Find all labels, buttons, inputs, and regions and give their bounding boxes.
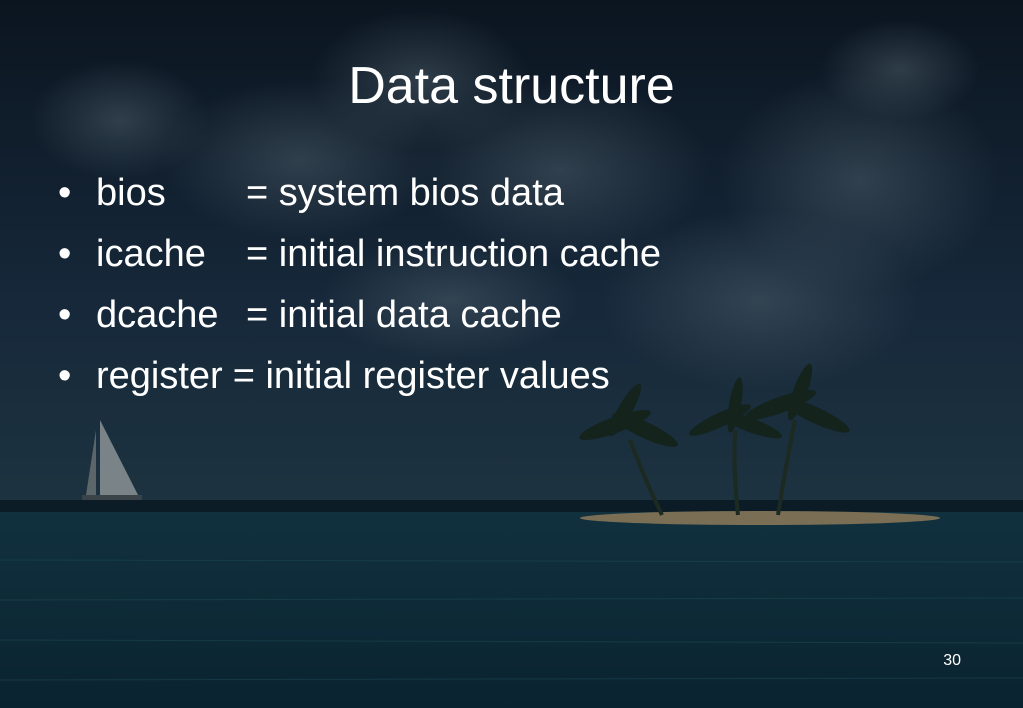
bullet-marker: • [58,172,72,214]
bullet-marker: • [58,355,72,397]
bullet-item-dcache: • dcache = initial data cache [58,294,661,355]
bullet-list: • bios = system bios data • icache = ini… [58,172,661,416]
bullet-term: icache [96,233,206,275]
bullet-item-icache: • icache = initial instruction cache [58,233,661,294]
page-number: 30 [943,652,961,669]
bullet-definition: = initial data cache [246,294,562,336]
bullet-definition: = initial instruction cache [246,233,662,275]
bullet-term: dcache [96,294,219,336]
bullet-item-bios: • bios = system bios data [58,172,661,233]
bullet-definition: = initial register values [232,355,610,397]
bullet-definition: = system bios data [246,172,564,214]
bullet-term: bios [96,172,166,214]
bullet-item-register: • register = initial register values [58,355,661,416]
bullet-marker: • [58,294,72,336]
slide-title: Data structure [348,57,675,115]
bullet-term: register [96,355,223,397]
bullet-marker: • [58,233,72,275]
